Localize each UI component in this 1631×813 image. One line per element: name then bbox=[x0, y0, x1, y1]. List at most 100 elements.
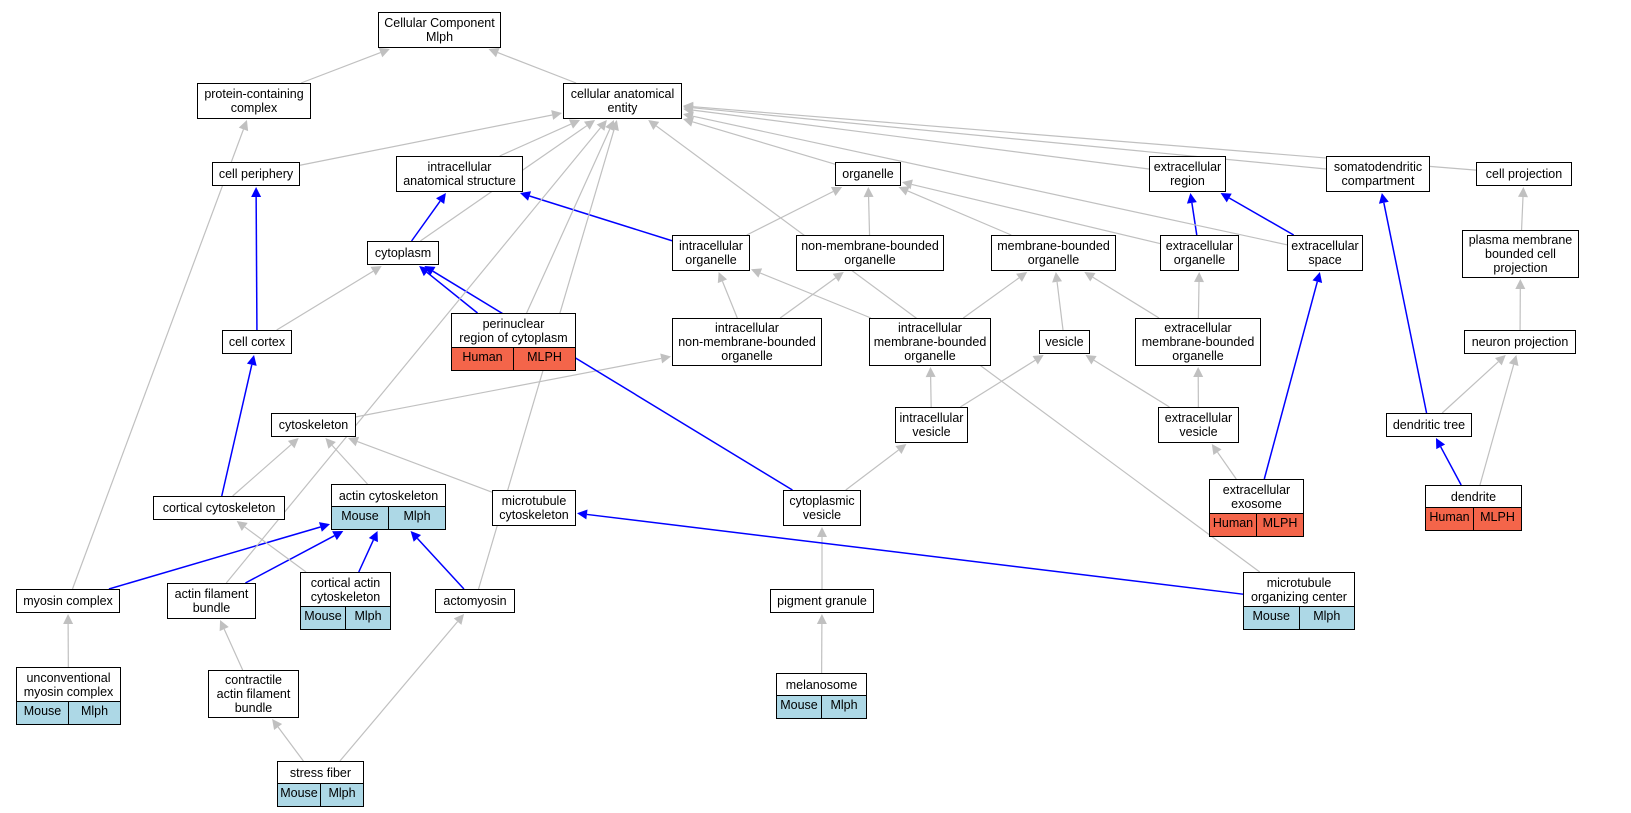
arrowhead-icon bbox=[287, 438, 299, 449]
annotation-organism: Mouse bbox=[341, 509, 379, 523]
arrowhead-icon bbox=[318, 522, 330, 532]
arrowhead-icon bbox=[251, 187, 262, 198]
node-nmb-org[interactable]: non-membrane-bounded organelle bbox=[796, 235, 944, 271]
node-cytoskeleton[interactable]: cytoskeleton bbox=[271, 413, 356, 437]
node-label: dendrite bbox=[1450, 489, 1497, 504]
arrowhead-icon bbox=[63, 614, 74, 625]
annotation-gene: MLPH bbox=[513, 348, 575, 370]
node-vesicle[interactable]: vesicle bbox=[1039, 330, 1090, 354]
node-label: cytoplasm bbox=[374, 245, 432, 260]
arrowhead-icon bbox=[583, 120, 596, 130]
arrowhead-icon bbox=[488, 47, 500, 58]
edge-perinuclear-to-cytoplasm bbox=[426, 271, 478, 314]
annotation-gene: Mlph bbox=[320, 784, 363, 806]
node-inmb-org[interactable]: intracellular non-membrane-bounded organ… bbox=[672, 318, 822, 366]
node-label: cortical actin cytoskeleton bbox=[310, 575, 381, 604]
edge-sdc-to-cae bbox=[692, 107, 1327, 170]
node-neuron-proj[interactable]: neuron projection bbox=[1464, 330, 1576, 354]
node-label: extracellular vesicle bbox=[1164, 410, 1233, 439]
node-cell-cortex[interactable]: cell cortex bbox=[222, 330, 292, 354]
arrowhead-icon bbox=[925, 367, 936, 378]
arrowhead-icon bbox=[1517, 187, 1528, 198]
node-label: cytoplasmic vesicle bbox=[789, 493, 855, 522]
arrowhead-icon bbox=[436, 193, 446, 205]
arrowhead-icon bbox=[577, 509, 588, 520]
node-protein-complex[interactable]: protein-containing complex bbox=[197, 83, 311, 119]
node-contractile-bundle[interactable]: contractile actin filament bundle bbox=[208, 670, 299, 718]
node-ecr[interactable]: extracellular region bbox=[1149, 156, 1226, 192]
node-label: cell periphery bbox=[218, 166, 294, 181]
edge-cell-periphery-to-cae bbox=[299, 114, 553, 166]
edge-mtoc-to-mt-cytoskeleton bbox=[586, 513, 1244, 595]
node-cae[interactable]: cellular anatomical entity bbox=[563, 83, 682, 119]
node-ias[interactable]: intracellular anatomical structure bbox=[396, 156, 523, 192]
node-cell-periphery[interactable]: cell periphery bbox=[212, 162, 300, 186]
node-cc-root[interactable]: Cellular Component Mlph bbox=[378, 12, 501, 48]
edge-cyto-vesicle-to-cytoplasm bbox=[432, 270, 793, 491]
annotation-gene: Mlph bbox=[1298, 607, 1355, 629]
edge-intra-vesicle-to-imb-org bbox=[930, 376, 932, 408]
node-cyto-vesicle[interactable]: cytoplasmic vesicle bbox=[783, 490, 861, 526]
node-label: extracellular exosome bbox=[1222, 482, 1291, 511]
arrowhead-icon bbox=[895, 444, 907, 455]
node-label: actin cytoskeleton bbox=[338, 488, 439, 503]
node-label: cellular anatomical entity bbox=[570, 86, 675, 115]
edge-ecr-to-cae bbox=[692, 109, 1150, 170]
node-sdc[interactable]: somatodendritic compartment bbox=[1326, 156, 1430, 192]
node-cortical-cytoskeleton[interactable]: cortical cytoskeleton bbox=[153, 496, 285, 520]
edge-emb-org-to-mb-org bbox=[1092, 276, 1160, 319]
node-label: Cellular Component Mlph bbox=[384, 15, 495, 44]
node-ec-space[interactable]: extracellular space bbox=[1287, 235, 1363, 271]
node-emb-org[interactable]: extracellular membrane-bounded organelle bbox=[1135, 318, 1261, 366]
node-organelle[interactable]: organelle bbox=[835, 162, 901, 186]
edge-cortical-cytoskeleton-to-cytoskeleton bbox=[232, 444, 292, 497]
arrowhead-icon bbox=[683, 111, 694, 122]
node-myosin-complex[interactable]: myosin complex bbox=[16, 589, 120, 613]
edge-ec-exosome-to-ec-space bbox=[1263, 281, 1319, 480]
node-imb-org[interactable]: intracellular membrane-bounded organelle bbox=[869, 318, 991, 366]
edge-intra-org-to-organelle bbox=[746, 190, 834, 236]
node-intra-vesicle[interactable]: intracellular vesicle bbox=[895, 407, 968, 443]
edge-myosin-complex-to-actin-cytoskeleton bbox=[108, 526, 321, 590]
node-mt-cytoskeleton[interactable]: microtubule cytoskeleton bbox=[492, 490, 576, 526]
node-actomyosin[interactable]: actomyosin bbox=[435, 589, 515, 613]
node-cytoplasm[interactable]: cytoplasm bbox=[367, 241, 439, 265]
node-label: intracellular membrane-bounded organelle bbox=[873, 320, 987, 363]
node-mb-org[interactable]: membrane-bounded organelle bbox=[991, 235, 1116, 271]
arrowhead-icon bbox=[1193, 367, 1204, 378]
node-dendritic-tree[interactable]: dendritic tree bbox=[1386, 413, 1472, 437]
node-ec-vesicle[interactable]: extracellular vesicle bbox=[1158, 407, 1239, 443]
edge-stress-fiber-to-actomyosin bbox=[339, 621, 459, 762]
node-label: microtubule organizing center bbox=[1251, 575, 1347, 604]
node-ec-org[interactable]: extracellular organelle bbox=[1160, 235, 1239, 271]
arrowhead-icon bbox=[348, 436, 360, 447]
arrowhead-icon bbox=[238, 120, 249, 132]
node-pigment-granule[interactable]: pigment granule bbox=[770, 589, 874, 613]
node-label: plasma membrane bounded cell projection bbox=[1468, 232, 1573, 275]
annotation-organism: Human bbox=[1212, 516, 1254, 530]
edge-actin-bundle-to-cae bbox=[225, 127, 601, 584]
node-label: perinuclear region of cytoplasm bbox=[459, 316, 568, 345]
node-label: cortical cytoskeleton bbox=[162, 500, 276, 515]
arrowhead-icon bbox=[1052, 272, 1063, 283]
node-label: somatodendritic compartment bbox=[1333, 159, 1423, 188]
arrowhead-icon bbox=[717, 272, 728, 284]
node-actin-bundle[interactable]: actin filament bundle bbox=[167, 583, 256, 619]
node-label: extracellular membrane-bounded organelle bbox=[1141, 320, 1255, 363]
arrowhead-icon bbox=[246, 355, 257, 366]
node-intra-org[interactable]: intracellular organelle bbox=[672, 235, 750, 271]
node-pmbcp[interactable]: plasma membrane bounded cell projection bbox=[1462, 230, 1579, 278]
node-cell-projection[interactable]: cell projection bbox=[1476, 162, 1572, 186]
